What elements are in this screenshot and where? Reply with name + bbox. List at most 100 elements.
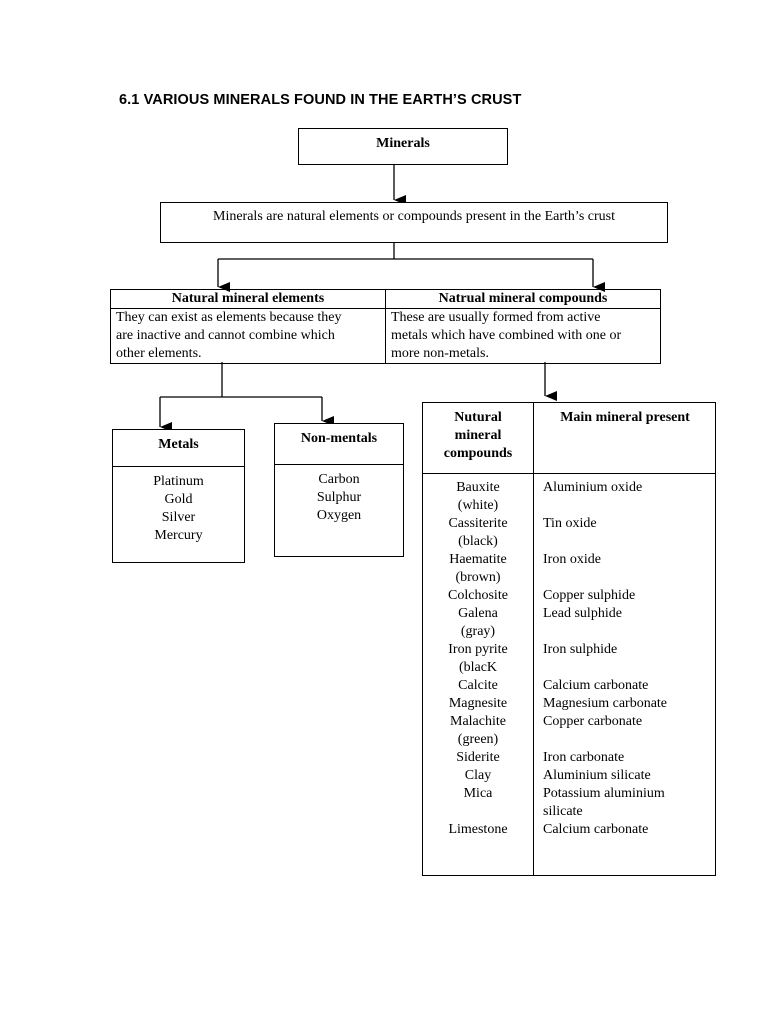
main-mineral-line: [543, 497, 715, 515]
table-row: Cassiterite (black) Tin oxide: [423, 515, 717, 551]
main-mineral-line: Iron sulphide: [543, 642, 618, 657]
table-header-compounds-line: mineral: [454, 428, 502, 443]
compound-name-cell: Iron pyrite (blacK: [423, 641, 533, 677]
main-mineral-cell: Lead sulphide: [533, 605, 715, 641]
compound-name-line: (black): [458, 534, 498, 549]
definition-text: Minerals are natural elements or compoun…: [213, 209, 615, 224]
compound-name-line: Iron pyrite: [448, 642, 508, 657]
minerals-box: Minerals: [298, 128, 508, 165]
nonmetal-item: Carbon: [318, 472, 360, 487]
compound-name-cell: Limestone: [423, 821, 533, 839]
compound-name-line: Cassiterite: [448, 516, 508, 531]
table-header-compounds-line: compounds: [443, 446, 513, 461]
main-mineral-cell: Iron sulphide: [533, 641, 715, 677]
compound-name-line: (brown): [455, 570, 501, 585]
main-mineral-cell: Aluminium silicate: [533, 767, 715, 785]
main-mineral-cell: Aluminium oxide: [533, 479, 715, 515]
main-mineral-cell: Copper sulphide: [533, 587, 715, 605]
compound-name-line: Colchosite: [448, 588, 508, 603]
compound-name-cell: Magnesite: [423, 695, 533, 713]
compound-name-cell: Colchosite: [423, 587, 533, 605]
main-mineral-line: Tin oxide: [543, 516, 597, 531]
metal-item: Mercury: [154, 528, 203, 543]
compound-name-line: (green): [457, 732, 499, 747]
compounds-title: Natrual mineral compounds: [385, 289, 661, 309]
table-row: Galena (gray) Lead sulphide: [423, 605, 717, 641]
compound-name-cell: Malachite(green): [423, 713, 533, 749]
table-row: Malachite(green)Copper carbonate: [423, 713, 717, 749]
compounds-description: These are usually formed from active met…: [385, 308, 661, 364]
compound-name-line: Mica: [463, 786, 493, 801]
main-mineral-line: Aluminium oxide: [543, 480, 643, 495]
compound-name-line: Calcite: [458, 678, 498, 693]
compound-name-line: Limestone: [448, 822, 508, 837]
compound-name-cell: Mica: [423, 785, 533, 821]
compound-name-line: Clay: [464, 768, 492, 783]
main-mineral-line: Calcium carbonate: [543, 822, 649, 837]
nonmetals-box: Non-mentals Carbon Sulphur Oxygen: [274, 423, 404, 557]
table-row: Calcite Calcium carbonate: [423, 677, 717, 695]
main-mineral-cell: Iron oxide: [533, 551, 715, 587]
main-mineral-cell: Calcium carbonate: [533, 821, 715, 839]
main-mineral-line: Iron oxide: [543, 552, 601, 567]
compound-name-line: Haematite: [449, 552, 507, 567]
elements-title: Natural mineral elements: [110, 289, 386, 309]
main-mineral-cell: Potassium aluminium silicate: [533, 785, 715, 821]
metal-item: Silver: [161, 510, 196, 525]
compound-name-cell: Haematite (brown): [423, 551, 533, 587]
metals-list: Platinum Gold Silver Mercury: [113, 467, 244, 545]
table-row: Mica Potassium aluminium silicate: [423, 785, 717, 821]
table-row: Iron pyrite (blacK Iron sulphide: [423, 641, 717, 677]
compound-name-line: (white): [457, 498, 499, 513]
compound-name-cell: Galena (gray): [423, 605, 533, 641]
main-mineral-line: Lead sulphide: [543, 606, 622, 621]
metal-item: Gold: [164, 492, 193, 507]
main-mineral-line: Calcium carbonate: [543, 678, 649, 693]
table-body: Bauxite(white) Aluminium oxide Cassiterit…: [423, 479, 717, 839]
compound-name-cell: Calcite: [423, 677, 533, 695]
nonmetals-list: Carbon Sulphur Oxygen: [275, 465, 403, 525]
table-row: Limestone Calcium carbonate: [423, 821, 717, 839]
elements-description-line: are inactive and cannot combine which: [116, 328, 335, 343]
main-mineral-line: Potassium aluminium: [543, 786, 665, 801]
compound-mineral-table: Nutural mineral compounds Main mineral p…: [422, 402, 716, 876]
elements-compounds-table: Natural mineral elements Natrual mineral…: [110, 289, 661, 364]
compound-name-cell: Cassiterite (black): [423, 515, 533, 551]
table-header-divider: [423, 473, 715, 474]
metals-box: Metals Platinum Gold Silver Mercury: [112, 429, 245, 563]
main-mineral-line: Magnesium carbonate: [543, 696, 668, 711]
compound-name-line: Magnesite: [448, 696, 508, 711]
main-mineral-line: Copper sulphide: [543, 588, 636, 603]
elements-description-line: other elements.: [116, 346, 202, 361]
main-mineral-line: [543, 623, 715, 641]
compound-name-line: Galena: [458, 606, 498, 621]
main-mineral-line: Aluminium silicate: [543, 768, 651, 783]
compound-name-line: (blacK: [458, 660, 498, 675]
main-mineral-line: [543, 731, 715, 749]
compound-name-line: [423, 803, 533, 821]
table-row: Colchosite Copper sulphide: [423, 587, 717, 605]
main-mineral-line: silicate: [543, 804, 583, 819]
compound-name-line: (gray): [460, 624, 496, 639]
compound-name-line: Siderite: [456, 750, 500, 765]
definition-box: Minerals are natural elements or compoun…: [160, 202, 668, 243]
compound-name-cell: Bauxite(white): [423, 479, 533, 515]
main-mineral-line: [543, 533, 715, 551]
nonmetals-title: Non-mentals: [275, 424, 403, 465]
table-header-main-mineral: Main mineral present: [560, 410, 690, 425]
main-mineral-cell: Copper carbonate: [533, 713, 715, 749]
elements-description-line: They can exist as elements because they: [116, 310, 342, 325]
main-mineral-cell: Magnesium carbonate: [533, 695, 715, 713]
nonmetal-item: Oxygen: [316, 508, 362, 523]
table-header-compounds: Nutural mineral compounds: [423, 409, 533, 463]
main-mineral-cell: Iron carbonate: [533, 749, 715, 767]
main-mineral-cell: Tin oxide: [533, 515, 715, 551]
metals-title: Metals: [113, 430, 244, 467]
minerals-box-label: Minerals: [376, 136, 430, 151]
table-row: Siderite Iron carbonate: [423, 749, 717, 767]
table-row: Clay Aluminium silicate: [423, 767, 717, 785]
table-row: Bauxite(white) Aluminium oxide: [423, 479, 717, 515]
nonmetal-item: Sulphur: [316, 490, 362, 505]
table-row: Haematite (brown) Iron oxide: [423, 551, 717, 587]
